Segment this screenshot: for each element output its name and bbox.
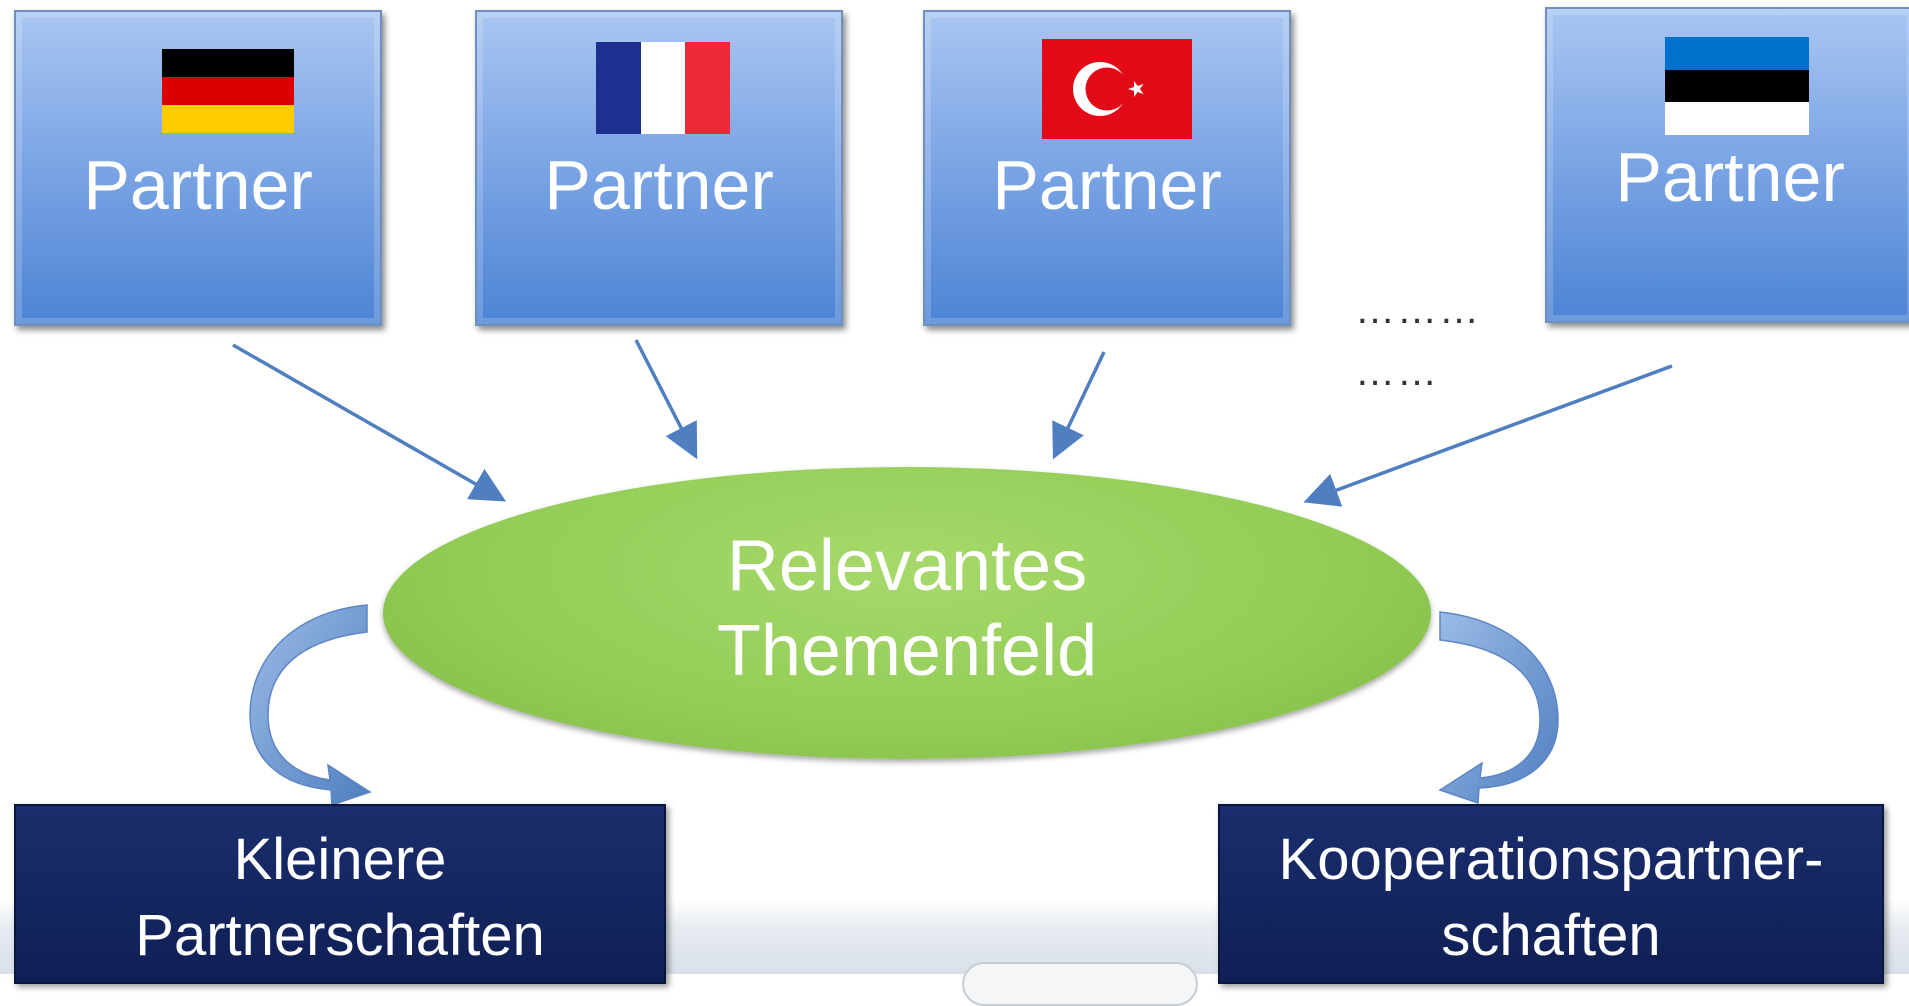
partner-label: Partner <box>1615 138 1845 216</box>
curved-arrow-right <box>1438 611 1559 805</box>
partner-label: Partner <box>83 146 313 224</box>
topic-field-line-1: Relevantes <box>726 526 1088 606</box>
small-partnerships-line-1: Kleinere <box>233 827 447 892</box>
ellipsis-line-1: ……… <box>1355 288 1481 332</box>
small-partnerships-line-2: Partnerschaften <box>135 903 545 968</box>
curved-arrow-left <box>249 604 372 807</box>
topic-field-line-2: Themenfeld <box>716 611 1098 691</box>
germany-flag-icon <box>162 49 294 133</box>
partner-label: Partner <box>992 146 1222 224</box>
france-flag-icon <box>596 42 730 134</box>
arrow-france <box>634 339 698 460</box>
connector-arrows <box>232 339 1673 807</box>
topic-field-oval: Relevantes Themenfeld <box>383 467 1431 759</box>
cooperation-partnerships-line-1: Kooperationspartner- <box>1278 827 1824 892</box>
partner-box-turkey: Partner <box>923 10 1291 326</box>
partner-label: Partner <box>544 146 774 224</box>
cooperation-partnerships-box: Kooperationspartner- schaften <box>1218 804 1884 984</box>
arrow-estonia <box>1303 364 1673 507</box>
cooperation-partnerships-line-2: schaften <box>1441 903 1661 968</box>
partner-box-estonia: Partner <box>1545 7 1909 323</box>
turkey-flag-icon <box>1042 39 1192 139</box>
arrow-turkey <box>1052 351 1106 460</box>
arrow-germany <box>232 343 507 502</box>
small-partnerships-box: Kleinere Partnerschaften <box>14 804 666 984</box>
ellipsis-line-2: …… <box>1355 350 1439 394</box>
partner-box-germany: Partner <box>14 10 382 326</box>
estonia-flag-icon <box>1665 37 1809 135</box>
partner-box-france: Partner <box>475 10 843 326</box>
